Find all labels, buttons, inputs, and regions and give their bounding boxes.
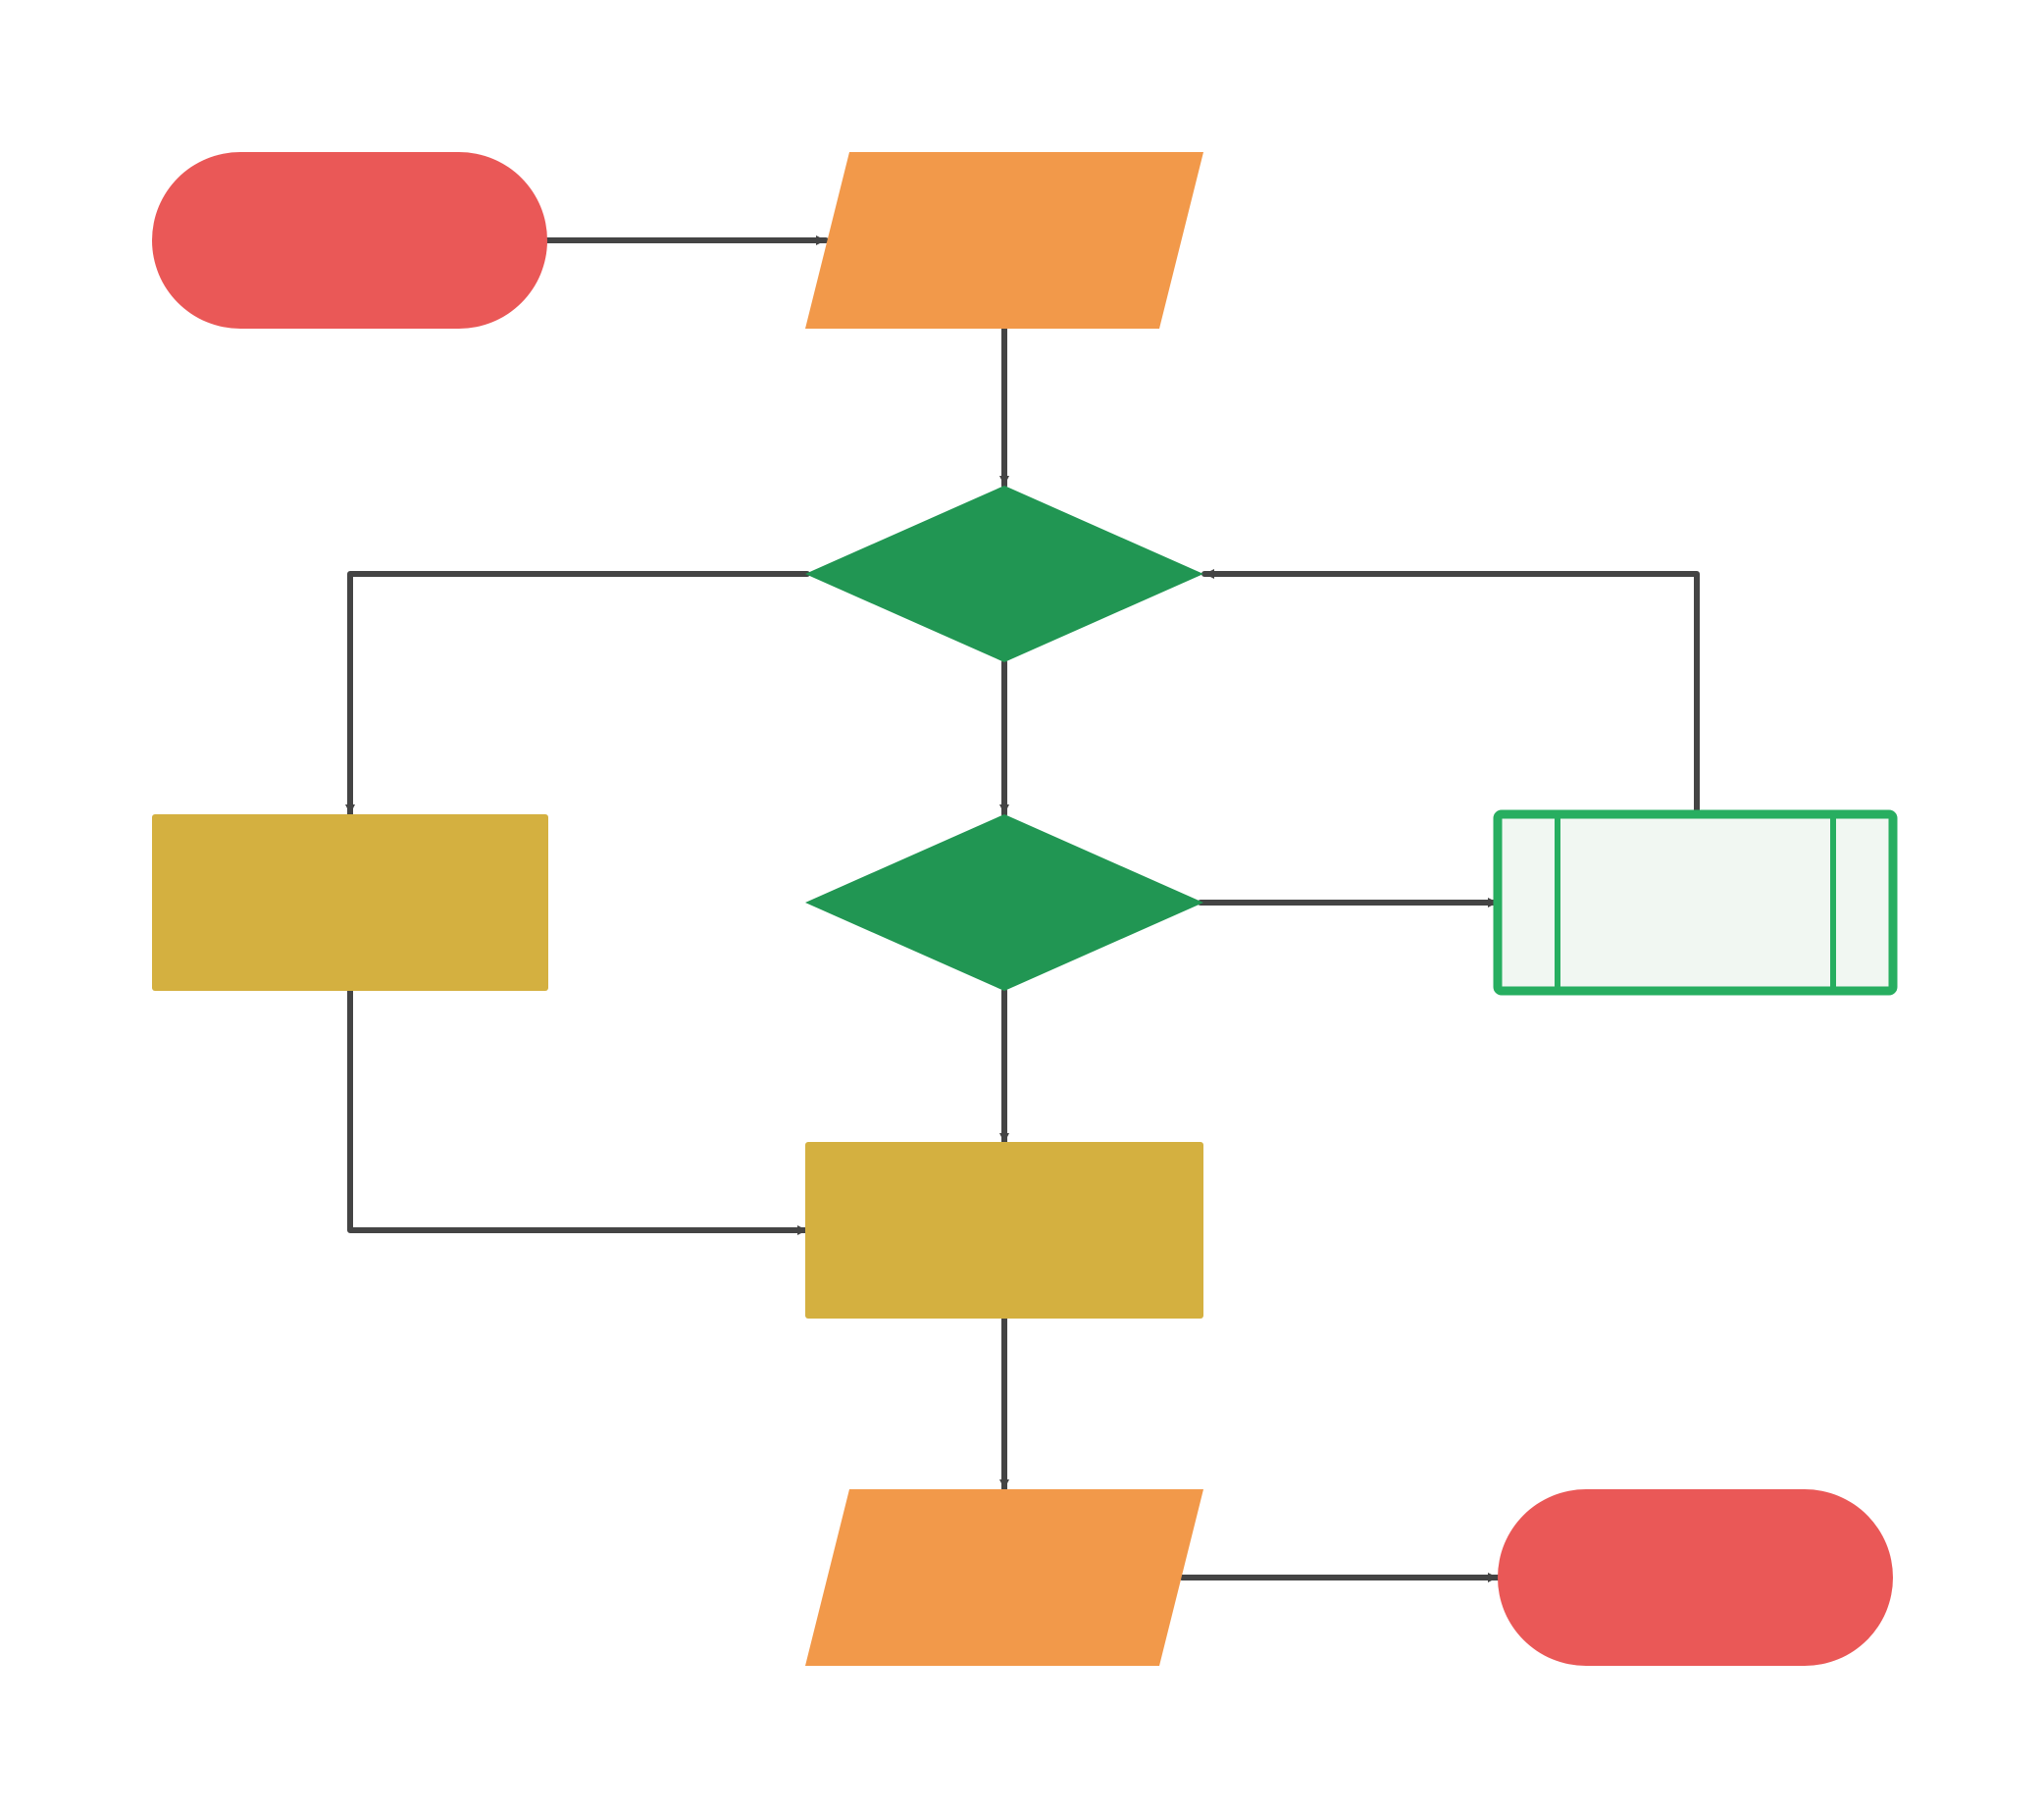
decision-diamond-1[interactable] <box>805 486 1203 662</box>
predefined-process-box <box>1493 809 1898 996</box>
connectors <box>345 235 1700 1582</box>
connector-subprocess-to-decision-1[interactable] <box>1201 569 1700 817</box>
predefined-process[interactable] <box>1493 809 1898 996</box>
connector-decision-1-to-process-left[interactable] <box>345 571 810 817</box>
process-box-left[interactable] <box>152 814 548 991</box>
decision-diamond-2[interactable] <box>805 814 1203 991</box>
output-data-parallelogram[interactable] <box>805 1489 1203 1666</box>
nodes <box>152 152 1898 1666</box>
start-terminator[interactable] <box>152 152 547 329</box>
end-terminator[interactable] <box>1498 1489 1893 1666</box>
input-data-parallelogram[interactable] <box>805 152 1203 329</box>
connector-process-left-to-process-center[interactable] <box>347 988 810 1235</box>
process-box-center[interactable] <box>805 1142 1203 1319</box>
